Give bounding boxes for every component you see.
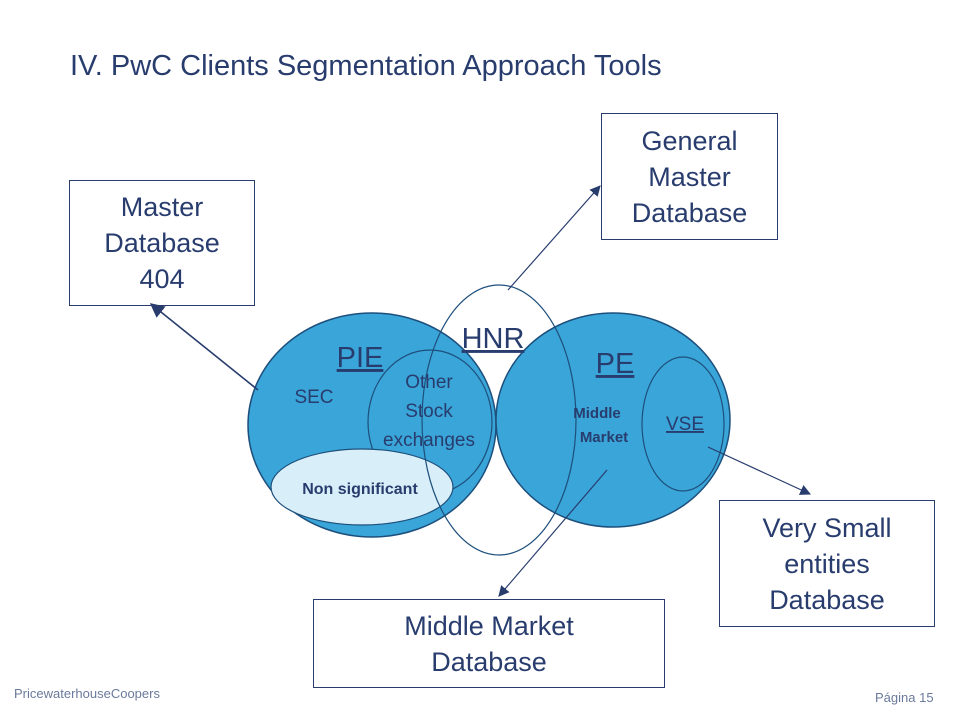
exchanges-label: exchanges <box>383 430 475 451</box>
footer-page-number: Página 15 <box>875 690 934 705</box>
vse-label: VSE <box>666 414 704 435</box>
pie-label: PIE <box>337 342 384 374</box>
master-database-404-box: Master Database 404 <box>69 180 255 306</box>
arrow-to-general-master <box>507 185 601 291</box>
arrow-to-master-404 <box>149 303 259 391</box>
arrow-to-middle-market <box>498 469 608 597</box>
general-master-database-box: General Master Database <box>601 113 778 240</box>
middle-market-database-box: Middle Market Database <box>313 599 665 688</box>
very-small-entities-database-box: Very Small entities Database <box>719 500 935 627</box>
non-significant-ellipse <box>270 448 454 526</box>
non-significant-label: Non significant <box>302 481 418 498</box>
footer-company: PricewaterhouseCoopers <box>14 686 160 701</box>
pe-label: PE <box>596 348 635 380</box>
arrow-to-very-small <box>707 446 811 495</box>
hnr-label: HNR <box>462 323 525 355</box>
slide-title: IV. PwC Clients Segmentation Approach To… <box>70 50 662 82</box>
market-label: Market <box>580 429 628 446</box>
hnr-ellipse <box>421 284 577 556</box>
middle-label: Middle <box>573 405 621 422</box>
pe-circle <box>495 312 731 528</box>
other-label: Other <box>405 372 453 393</box>
vse-ellipse <box>641 356 725 492</box>
stock-label: Stock <box>405 401 453 422</box>
sec-label: SEC <box>294 387 333 408</box>
